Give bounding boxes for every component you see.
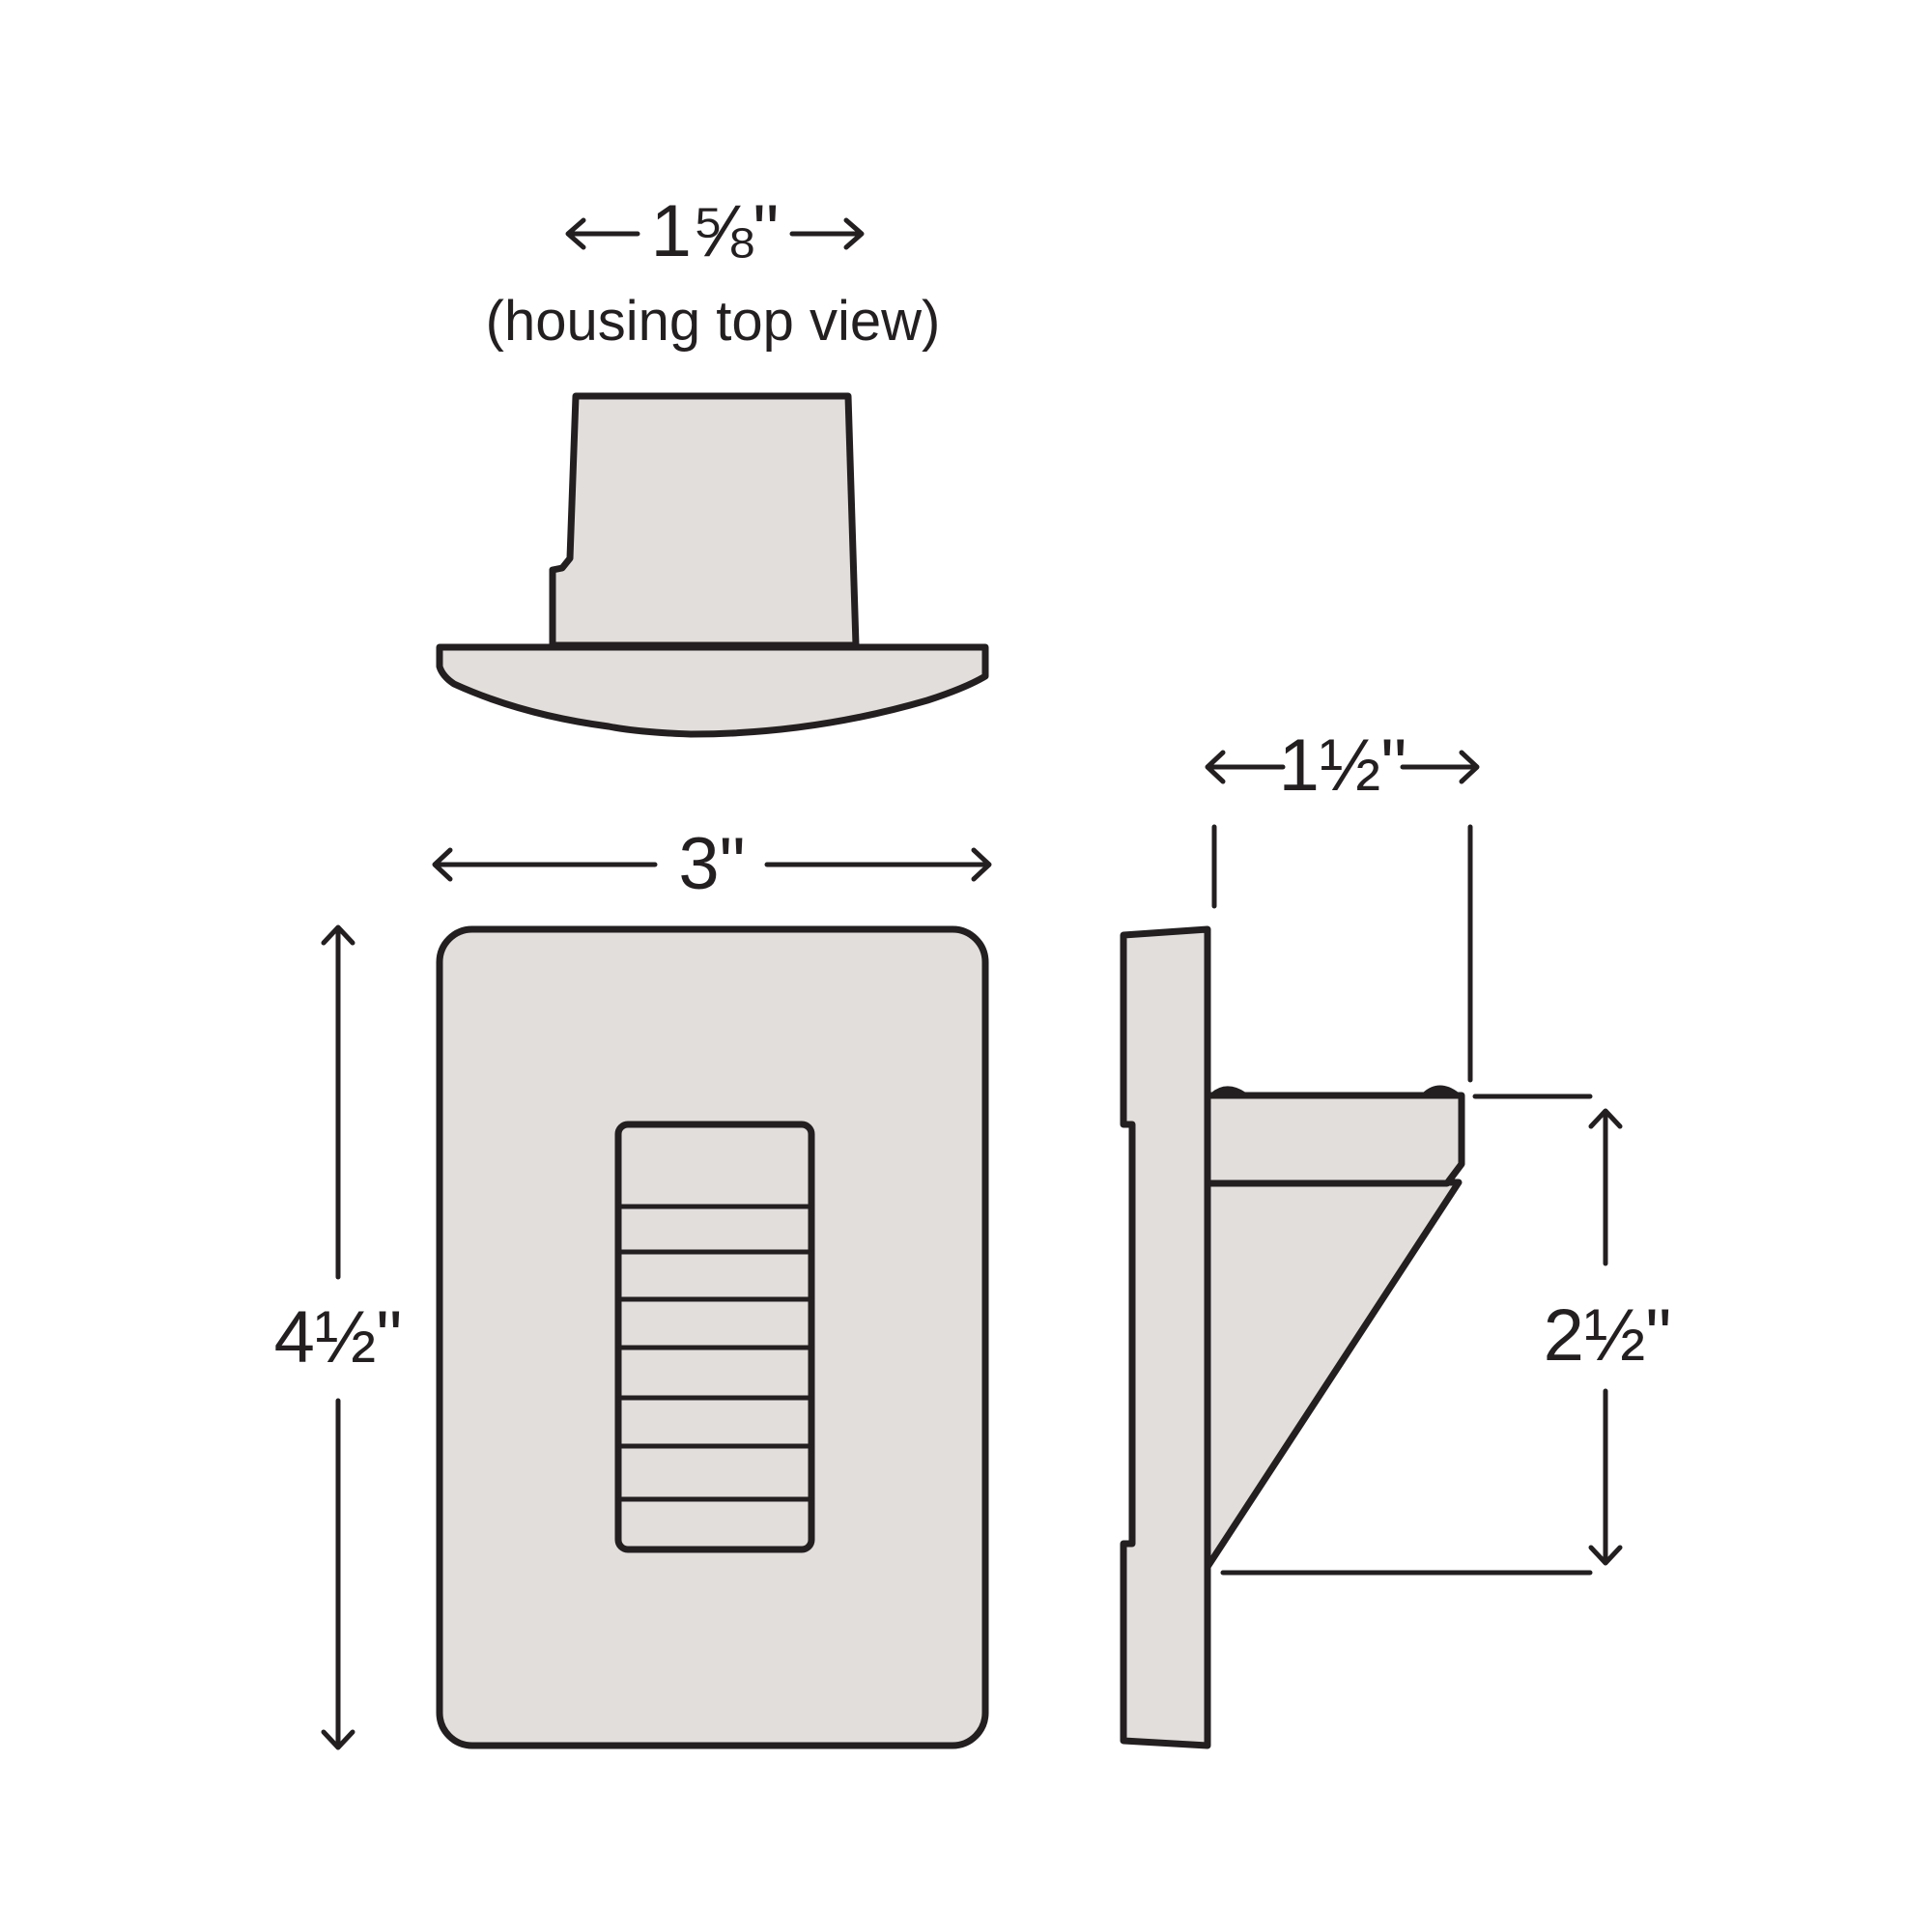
faceplate-height-bottom-arrowhead [321, 1729, 355, 1750]
faceplate-width-left-arrowhead [432, 847, 453, 882]
side-height-label: 2½" [1544, 1294, 1672, 1377]
side-depth-dimension: 1½" [1205, 724, 1480, 1083]
side-wall-plate [1120, 925, 1211, 1749]
housing-flange [436, 643, 989, 738]
faceplate-width-dimension: 3" [432, 823, 992, 905]
housing-top-view [436, 392, 989, 738]
housing-width-dimension: 1⅝" (housing top view) [486, 190, 941, 353]
side-hood-body [1204, 1179, 1463, 1571]
side-profile-view [1120, 925, 1465, 1749]
faceplate-width-label: 3" [678, 823, 745, 905]
side-height-bottom-arrowhead [1588, 1545, 1623, 1566]
louver-window [614, 1121, 815, 1553]
side-height-dimension: 2½" [1220, 1094, 1672, 1576]
side-depth-label: 1½" [1279, 724, 1407, 807]
faceplate-front-view [436, 925, 989, 1749]
side-hood-bump-left [1209, 1086, 1248, 1099]
side-hood-top [1204, 1092, 1465, 1187]
side-hood-bump-right [1421, 1085, 1461, 1099]
housing-caption: (housing top view) [486, 290, 941, 353]
housing-width-label: 1⅝" [651, 190, 780, 272]
faceplate-height-dimension: 4½" [274, 924, 403, 1750]
faceplate-width-right-arrowhead [971, 847, 992, 882]
faceplate-height-top-arrowhead [321, 924, 355, 946]
side-depth-right-arrowhead [1459, 750, 1480, 784]
side-depth-left-arrowhead [1205, 750, 1226, 784]
louver-slats [617, 1204, 812, 1502]
housing-width-left-arrowhead [565, 217, 586, 250]
housing-body [549, 392, 860, 649]
side-height-top-arrowhead [1588, 1108, 1623, 1129]
faceplate-height-label: 4½" [274, 1296, 403, 1378]
housing-width-right-arrowhead [843, 217, 865, 250]
